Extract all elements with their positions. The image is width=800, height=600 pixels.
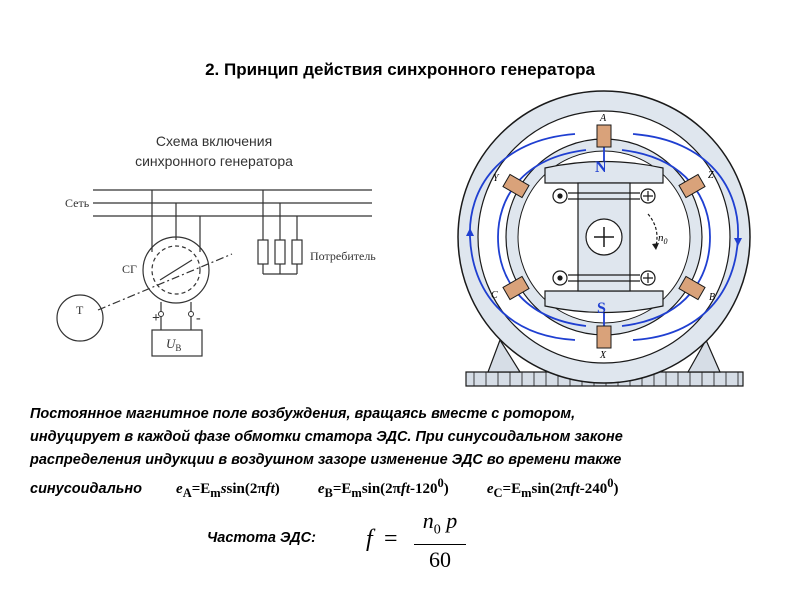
text-line-2: индуцирует в каждой фазе обмотки статора… <box>30 429 623 445</box>
speed-label: n0 <box>658 232 668 246</box>
frequency-numerator: n0 p <box>422 508 458 538</box>
coil-a-slot <box>596 124 612 148</box>
coil-z-label: Z <box>708 170 714 181</box>
label-exciter-u: U <box>166 336 177 351</box>
coil-b-slot <box>678 275 706 301</box>
generator-circle <box>142 236 210 304</box>
scheme-caption-line-2: синхронного генератора <box>135 153 293 169</box>
pole-south-label: S <box>597 300 606 317</box>
scheme-caption-line-1: Схема включения <box>155 133 273 149</box>
load-resistor-2 <box>274 239 286 265</box>
text-line-1: Постоянное магнитное поле возбуждения, в… <box>30 406 576 422</box>
load-resistor-1 <box>257 239 269 265</box>
frequency-equals: = <box>384 526 398 552</box>
scheme-caption: Схема включения синхронного генератора <box>100 131 328 171</box>
load-resistor-3 <box>291 239 303 265</box>
label-network: Сеть <box>65 196 90 210</box>
rotation-arrow-head <box>652 243 659 250</box>
text-line-4-start: синусоидально <box>30 481 142 497</box>
label-exciter-sub: В <box>175 343 181 353</box>
frequency-denominator: 60 <box>429 547 451 573</box>
label-minus: - <box>196 311 201 326</box>
coil-z-slot <box>678 173 706 199</box>
rotor-pole-south <box>544 290 664 314</box>
pole-north-label: N <box>595 159 607 176</box>
coil-y-slot <box>502 173 530 199</box>
connection-scheme <box>56 189 372 357</box>
machine-foot-left <box>487 338 522 373</box>
coil-a-label: A <box>599 113 607 124</box>
coil-c-label: C <box>491 290 498 301</box>
label-plus: + <box>152 311 160 326</box>
stator-coils <box>502 124 706 349</box>
frequency-label: Частота ЭДС: <box>207 530 316 546</box>
slide-title: 2. Принцип действия синхронного генерато… <box>205 60 595 79</box>
text-line-3: распределения индукции в воздушном зазор… <box>30 452 622 468</box>
text-line-4: синусоидально eA=Emssin(2πft) eB=Emsin(2… <box>30 472 790 505</box>
formula-e-c: eC=Emsin(2πft-2400) <box>486 476 619 500</box>
shaft-plus-icon <box>594 227 614 247</box>
coil-c-slot <box>502 275 530 301</box>
generator-inner-circle <box>151 245 201 295</box>
label-generator: СГ <box>122 262 137 276</box>
speed-sub: 0 <box>664 237 668 246</box>
coil-x-slot <box>596 325 612 349</box>
speed-symbol: n <box>658 232 664 244</box>
formula-e-a: eA=Emssin(2πft) <box>176 481 280 500</box>
rotation-arrow <box>647 213 658 247</box>
label-consumer: Потребитель <box>310 249 376 263</box>
label-turbine: Т <box>76 303 84 317</box>
machine-cross-section <box>457 90 751 387</box>
formula-e-b: eB=Emsin(2πft-1200) <box>317 476 449 500</box>
generator-terminals <box>158 311 194 317</box>
coil-b-label: B <box>709 292 715 303</box>
flux-arrows <box>466 228 742 246</box>
label-exciter: UВ <box>166 336 181 353</box>
coil-x-label: X <box>599 350 607 361</box>
frequency-lhs: f <box>366 526 373 552</box>
fraction-bar <box>414 544 466 546</box>
generator-rotor-mark <box>159 259 193 281</box>
turbine-circle <box>56 294 104 342</box>
frequency-fraction: n0 p 60 <box>414 508 466 573</box>
explanation-text: Постоянное магнитное поле возбуждения, в… <box>30 403 790 505</box>
machine-foot-right <box>686 338 721 373</box>
rotor-field-winding <box>552 188 656 286</box>
exciter-box <box>151 329 203 357</box>
rotor-pole-north <box>544 160 664 184</box>
coil-y-label: Y <box>493 173 500 184</box>
